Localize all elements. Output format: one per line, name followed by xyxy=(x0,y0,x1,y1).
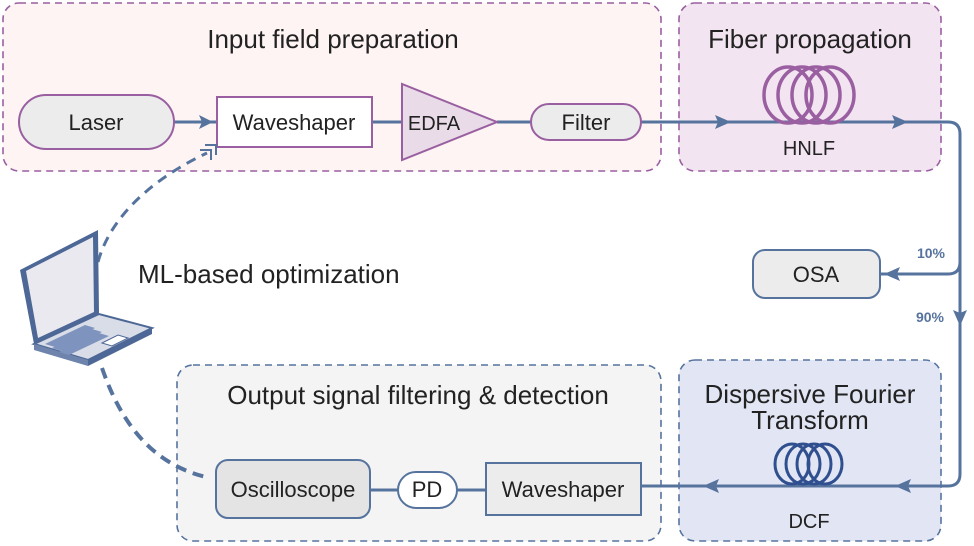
dft-section-title-line2: Transform xyxy=(751,405,869,435)
edfa-component: EDFA xyxy=(401,82,500,162)
arrow-down-90 xyxy=(953,310,967,326)
main-fiber-path xyxy=(641,120,962,488)
osa-label: OSA xyxy=(793,262,840,287)
ml-readout-dashed-line xyxy=(100,367,211,480)
hnlf-spool-icon xyxy=(762,65,856,125)
edfa-label: EDFA xyxy=(408,113,461,135)
oscilloscope-component: Oscilloscope xyxy=(215,459,371,519)
laptop-icon xyxy=(20,230,155,366)
hnlf-label: HNLF xyxy=(783,138,835,160)
filter-label: Filter xyxy=(562,110,611,135)
oscilloscope-label: Oscilloscope xyxy=(231,477,356,502)
waveshaper-out-component: Waveshaper xyxy=(485,462,642,516)
control-double-chevron-icon xyxy=(200,144,217,160)
arrow-to-waveshaper xyxy=(199,115,213,129)
laser-component: Laser xyxy=(18,94,175,150)
ml-control-dashed-line xyxy=(96,151,208,263)
input-section-title: Input field preparation xyxy=(207,24,459,54)
waveshaper-in-component: Waveshaper xyxy=(216,96,373,148)
waveshaper-out-label: Waveshaper xyxy=(502,477,625,502)
ml-label: ML-based optimization xyxy=(138,259,400,289)
pd-label: PD xyxy=(412,477,443,502)
filter-component: Filter xyxy=(530,103,642,141)
output-section-title: Output signal filtering & detection xyxy=(227,380,609,410)
dcf-spool-icon xyxy=(773,442,844,486)
laser-label: Laser xyxy=(68,110,123,135)
arrow-to-hnlf xyxy=(715,115,731,129)
arrow-after-hnlf xyxy=(892,115,908,129)
waveshaper-in-label: Waveshaper xyxy=(233,110,356,135)
arrow-to-waveshaper-out xyxy=(703,479,719,493)
dft-section-panel xyxy=(678,359,942,542)
pd-component: PD xyxy=(397,471,458,509)
fiber-section-title: Fiber propagation xyxy=(708,24,912,54)
arrow-to-osa xyxy=(884,267,900,281)
dft-section-title-line1: Dispersive Fourier xyxy=(705,379,916,409)
laptop-keys xyxy=(45,325,109,355)
split-10-label: 10% xyxy=(917,245,946,261)
arrowheads xyxy=(199,115,967,493)
osa-component: OSA xyxy=(752,249,881,299)
split-90-label: 90% xyxy=(916,309,945,325)
dcf-label: DCF xyxy=(788,511,829,533)
osa-tap-line xyxy=(880,250,962,276)
arrow-to-dcf xyxy=(895,479,911,493)
